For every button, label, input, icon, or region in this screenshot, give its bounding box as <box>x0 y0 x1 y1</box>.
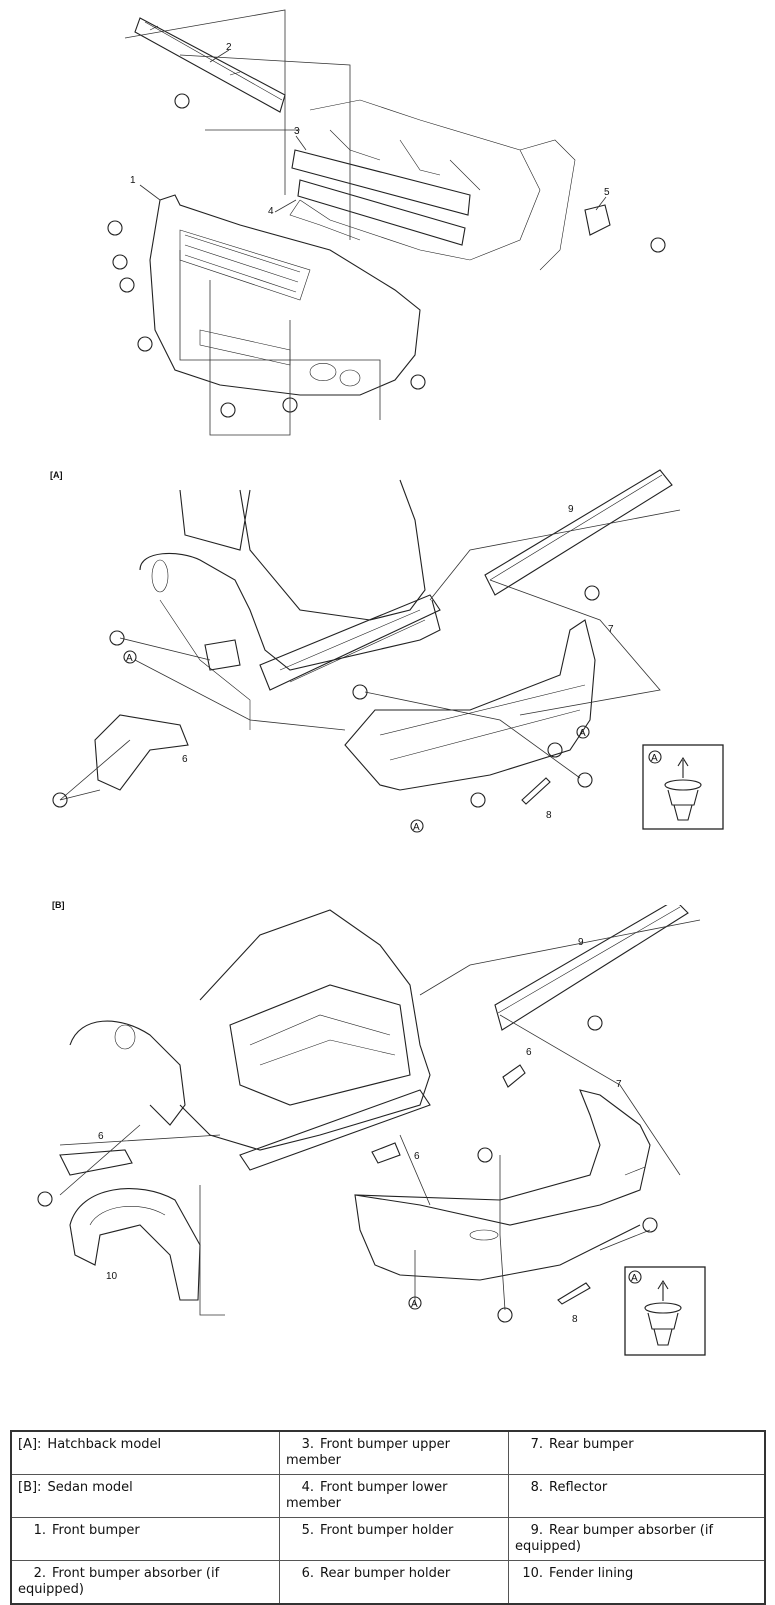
rear-bumper-holder-left <box>59 1149 133 1176</box>
legend-row: [A]:Hatchback model 3.Front bumper upper… <box>10 1430 766 1475</box>
reflector-sedan <box>557 1282 591 1305</box>
callout-3: 3 <box>294 126 300 137</box>
rear-bumper-absorber-sedan <box>494 905 689 1031</box>
svg-text:A: A <box>411 1299 418 1310</box>
legend-row: [B]:Sedan model 4.Front bumper lower mem… <box>10 1474 766 1518</box>
parts-legend-table: [A]:Hatchback model 3.Front bumper upper… <box>10 1430 766 1605</box>
callout-7-sedan: 7 <box>616 1079 622 1090</box>
callout-6-sedan-left: 6 <box>98 1131 104 1142</box>
hatchback-body <box>139 479 441 730</box>
fastener-clip-icons-sedan <box>37 1015 658 1323</box>
callout-1: 1 <box>130 175 136 186</box>
sedan-drawing: A A 9 6 6 6 7 8 10 <box>37 905 706 1356</box>
clip-detail-inset-sedan: A <box>624 1266 706 1356</box>
front-bumper-holder <box>584 204 611 236</box>
rear-bumper-sedan <box>354 1089 651 1281</box>
callout-6: 6 <box>182 754 188 765</box>
fastener-clip-icons-hatch <box>52 585 600 808</box>
fender-lining <box>69 1188 201 1301</box>
callout-2: 2 <box>226 42 232 53</box>
legend-row: 1.Front bumper 5.Front bumper holder 9.R… <box>10 1517 766 1561</box>
front-bumper <box>149 194 421 396</box>
svg-text:A: A <box>651 753 658 764</box>
svg-text:A: A <box>579 728 586 739</box>
callout-6-sedan-right: 6 <box>526 1047 532 1058</box>
sedan-diagram: A A 9 6 6 6 7 8 10 <box>0 905 775 1385</box>
legend-cell: 10.Fender lining <box>508 1560 766 1605</box>
front-bumper-absorber <box>134 17 286 113</box>
fastener-a-markers-hatch: A A A <box>123 650 590 833</box>
legend-cell: [A]:Hatchback model <box>10 1430 280 1475</box>
sedan-body <box>69 909 431 1171</box>
callout-8-sedan: 8 <box>572 1314 578 1325</box>
rear-bumper-absorber <box>484 469 673 596</box>
rear-bumper-holder-center <box>371 1142 401 1164</box>
hatchback-section-tag: [A] <box>50 470 63 480</box>
legend-cell: 7.Rear bumper <box>508 1430 766 1475</box>
fastener-clip-icons <box>107 93 666 418</box>
sedan-section-tag: [B] <box>52 900 65 910</box>
svg-text:A: A <box>631 1273 638 1284</box>
callout-5: 5 <box>604 187 610 198</box>
legend-row: 2.Front bumper absorber (if equipped) 6.… <box>10 1560 766 1605</box>
rear-bumper <box>344 619 596 791</box>
callout-4: 4 <box>268 206 274 217</box>
callout-9: 9 <box>568 504 574 515</box>
hatchback-diagram: A A A A 9 7 6 8 <box>0 460 775 860</box>
fastener-a-markers-sedan: A <box>408 1296 422 1310</box>
legend-cell: 9.Rear bumper absorber (if equipped) <box>508 1517 766 1561</box>
legend-cell: 1.Front bumper <box>10 1517 280 1561</box>
callout-8: 8 <box>546 810 552 821</box>
legend-cell: 4.Front bumper lower member <box>279 1474 509 1518</box>
front-bumper-diagram: 2 3 4 1 5 <box>0 0 775 450</box>
legend-cell: 2.Front bumper absorber (if equipped) <box>10 1560 280 1605</box>
svg-text:A: A <box>126 653 133 664</box>
legend-cell: 5.Front bumper holder <box>279 1517 509 1561</box>
front-bumper-drawing: 2 3 4 1 5 <box>107 9 666 436</box>
legend-cell: 6.Rear bumper holder <box>279 1560 509 1605</box>
legend-cell: [B]:Sedan model <box>10 1474 280 1518</box>
legend-cell: 8.Reflector <box>508 1474 766 1518</box>
reflector <box>521 777 551 805</box>
rear-bumper-holder-right <box>502 1064 526 1088</box>
legend-cell: 3.Front bumper upper member <box>279 1430 509 1475</box>
svg-text:A: A <box>413 822 420 833</box>
hatchback-drawing: A A A A 9 7 6 8 <box>52 469 724 833</box>
callout-6-sedan-center: 6 <box>414 1151 420 1162</box>
callout-7: 7 <box>608 624 614 635</box>
front-bumper-members <box>289 99 576 271</box>
clip-detail-inset: A <box>642 744 724 830</box>
rear-bumper-holder <box>94 714 189 791</box>
callout-10: 10 <box>106 1271 118 1282</box>
callout-9-sedan: 9 <box>578 937 584 948</box>
